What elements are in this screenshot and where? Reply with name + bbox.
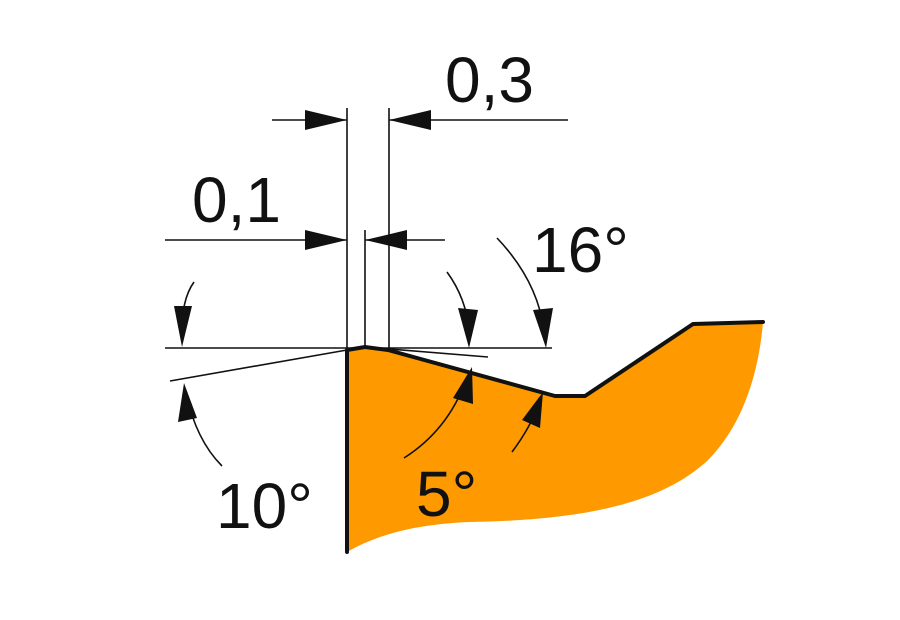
dim-0-1-arrow-left — [305, 230, 347, 250]
angle-16-arrow-lower — [522, 392, 543, 428]
angle-5-arrow-lower — [453, 367, 473, 404]
angle-16-arrow-upper — [533, 308, 553, 348]
dim-0-3-arrow-right — [389, 110, 431, 130]
dim-0-1-arrow-right — [365, 230, 407, 250]
angle-10-arrow-lower — [178, 383, 197, 422]
reference-line-10deg — [169, 349, 348, 382]
angle-10-label: 10° — [216, 470, 313, 542]
angle-5-label: 5° — [416, 458, 477, 530]
dim-0-3-label: 0,3 — [445, 44, 534, 116]
dim-0-3-arrow-left — [305, 110, 347, 130]
angle-10-arrow-upper — [174, 306, 192, 347]
reference-line-5deg — [364, 346, 489, 358]
angle-5-arrow-upper — [458, 308, 478, 348]
dim-0-1-label: 0,1 — [192, 164, 281, 236]
angle-16-label: 16° — [532, 214, 629, 286]
tool-body — [347, 322, 763, 552]
